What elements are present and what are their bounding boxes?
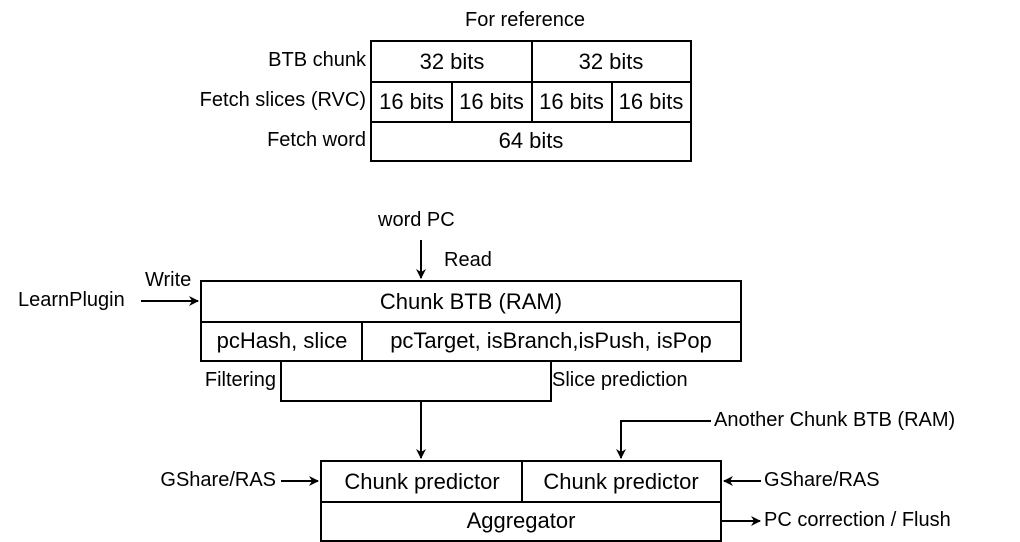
fetch-slice-cell: 16 bits [459, 88, 524, 114]
fetch-word-cell: 64 bits [498, 128, 564, 153]
col-divider [521, 462, 523, 502]
fetch-slice-cell: 16 bits [379, 88, 444, 114]
filtering-block [280, 360, 552, 402]
another-btb-label: Another Chunk BTB (RAM) [714, 409, 956, 431]
filtering-label: Filtering [204, 369, 276, 391]
word-pc-label: word PC [378, 209, 455, 231]
gshare-ras-right-label: GShare/RAS [764, 469, 880, 491]
slice-prediction-label: Slice prediction [552, 369, 688, 391]
btb-chunk-cell: 32 bits [419, 48, 485, 74]
another-btb-arrow [616, 420, 711, 459]
chunk-btb-title: Chunk BTB (RAM) [379, 288, 563, 314]
chunk-predictor-left: Chunk predictor [344, 468, 500, 494]
fetch-slice-cell: 16 bits [618, 88, 684, 114]
learnplugin-label: LearnPlugin [18, 289, 125, 311]
aggregator-label: Aggregator [466, 508, 576, 533]
aggregator-block: Chunk predictor Chunk predictor Aggregat… [320, 460, 722, 542]
read-label: Read [444, 249, 492, 271]
chunk-predictor-right: Chunk predictor [543, 468, 699, 494]
btb-key-fields: pcHash, slice [216, 328, 348, 353]
chunk-btb-block: Chunk BTB (RAM) pcHash, slice pcTarget, … [200, 280, 742, 362]
col-divider [361, 322, 363, 360]
col-divider [611, 82, 613, 122]
btb-value-fields: pcTarget, isBranch,isPush, isPop [390, 328, 712, 353]
row-divider [202, 321, 740, 323]
write-label: Write [145, 269, 192, 291]
col-divider [451, 82, 453, 122]
pc-correction-label: PC correction / Flush [764, 509, 951, 531]
row-label-fetch-slices: Fetch slices (RVC) [199, 89, 366, 111]
reference-table: 32 bits 32 bits 16 bits 16 bits 16 bits … [370, 40, 692, 162]
row-divider [372, 121, 690, 123]
reference-title: For reference [465, 9, 586, 31]
gshare-ras-left-label: GShare/RAS [160, 469, 276, 491]
fetch-slice-cell: 16 bits [539, 88, 604, 114]
row-label-fetch-word: Fetch word [267, 129, 366, 151]
row-divider [322, 501, 720, 503]
col-divider [531, 42, 533, 122]
btb-chunk-cell: 32 bits [578, 48, 644, 74]
row-label-btb-chunk: BTB chunk [268, 49, 366, 71]
